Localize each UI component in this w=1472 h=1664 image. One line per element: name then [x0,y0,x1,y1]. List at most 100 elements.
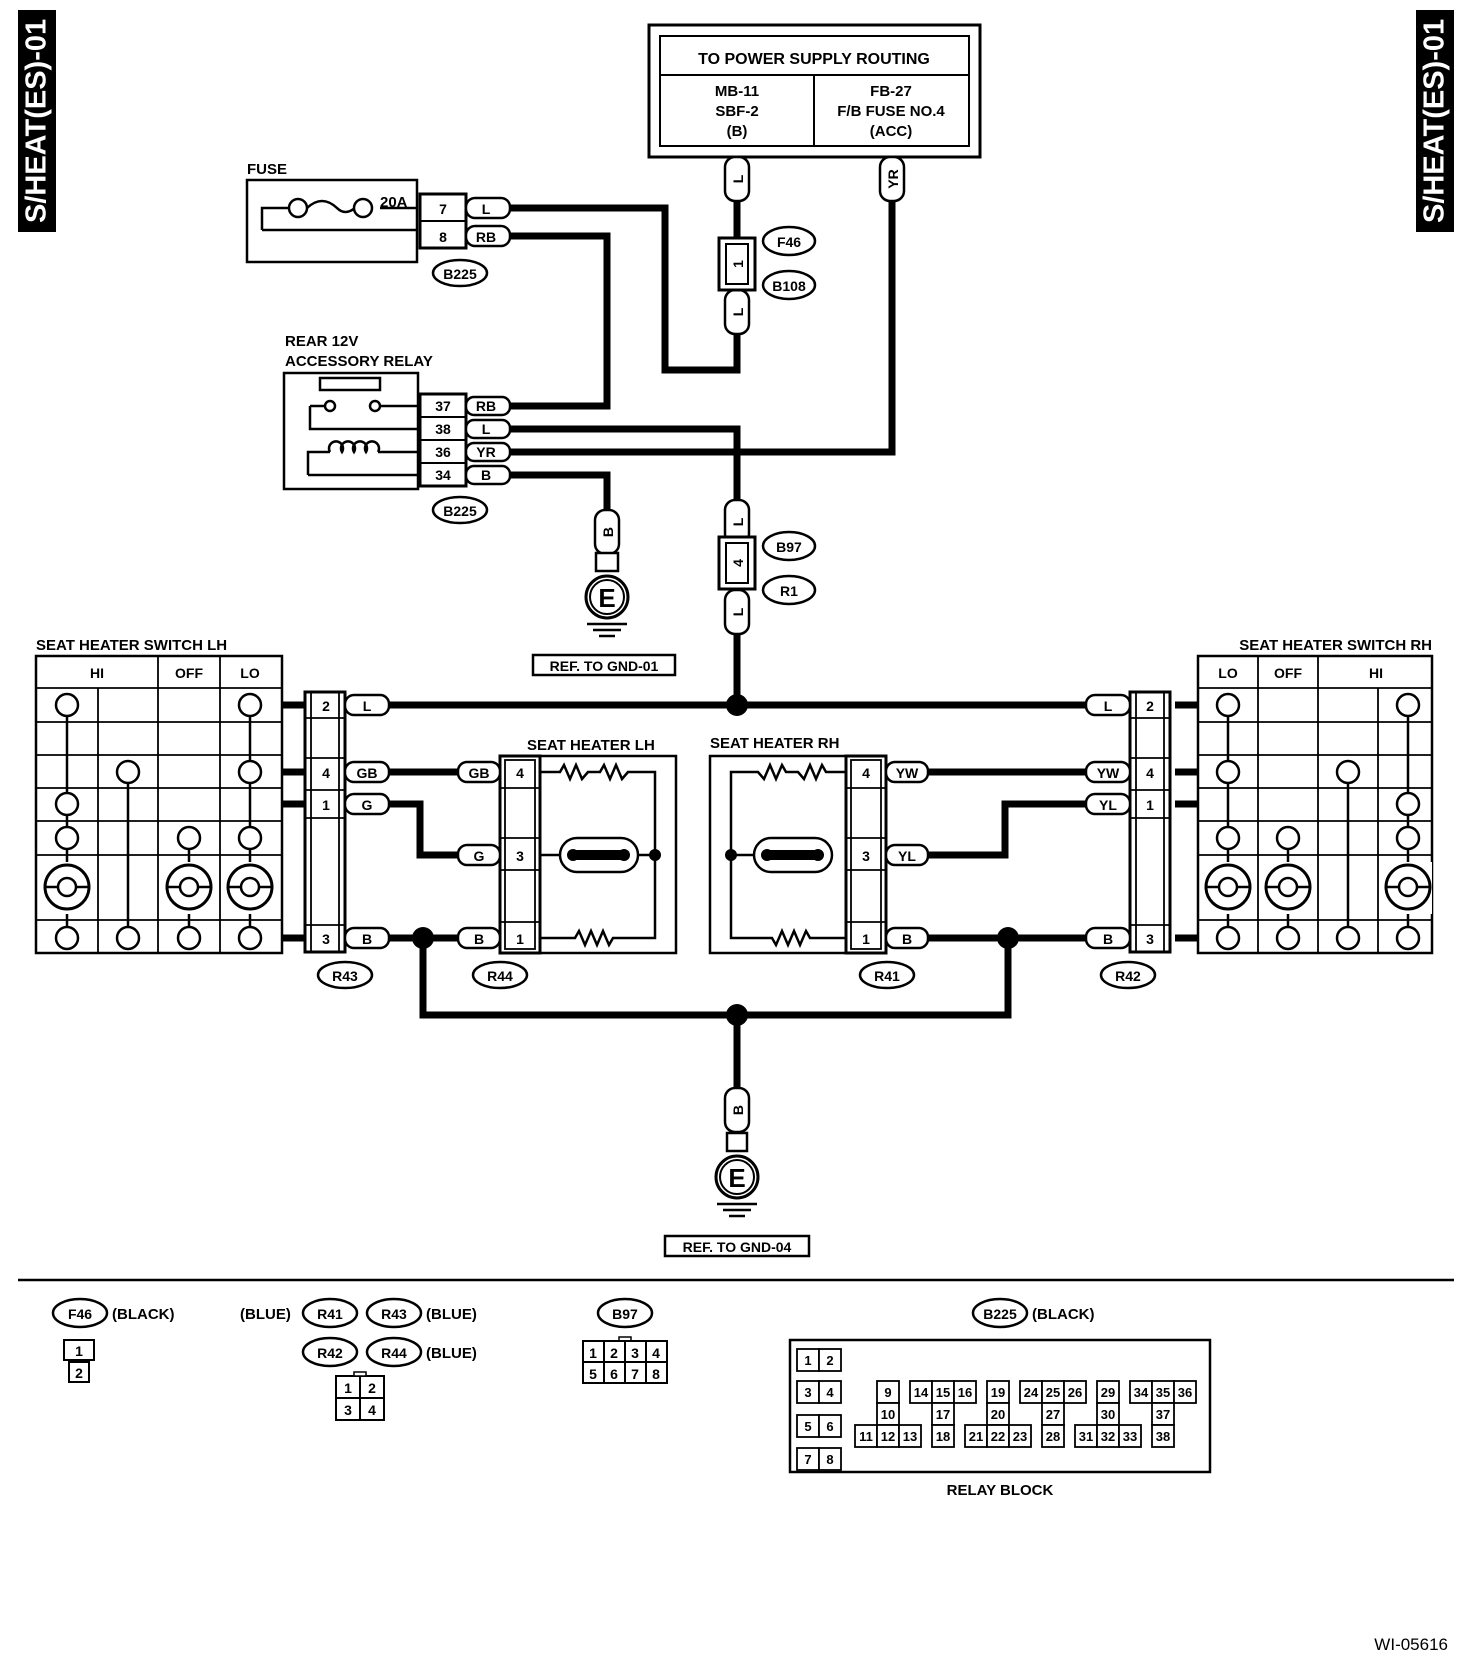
svg-text:L: L [363,698,372,714]
connector-label-b97: B97 [776,539,802,555]
power-routing-left-2: SBF-2 [715,103,758,120]
seat-heater-rh: SEAT HEATER RH 4 3 1 YW YL B R41 [708,735,930,990]
svg-text:6: 6 [610,1366,618,1382]
connector-b225-lower: 37 38 36 34 RB L YR B B225 [418,392,512,525]
switch-rh-lamps [1204,862,1432,914]
svg-text:L: L [730,607,746,616]
relay-label-1: REAR 12V [285,333,358,350]
relay-block-cell-number: 21 [969,1429,983,1444]
switch-rh-title: SEAT HEATER SWITCH RH [1239,637,1432,654]
relay-block-cell-number: 38 [1156,1429,1170,1444]
relay-block-cell-number: 32 [1101,1429,1115,1444]
fuse-rating: 20A [380,194,408,211]
connector-label-r42: R42 [1115,968,1141,984]
switch-lh-col-hi: HI [90,665,104,681]
svg-text:YL: YL [1099,797,1117,813]
switch-lh-col-lo: LO [240,665,260,681]
svg-text:8: 8 [652,1366,660,1382]
svg-text:B: B [481,467,491,483]
power-routing-right-2: F/B FUSE NO.4 [837,103,945,120]
connector-label-b225-b: B225 [443,503,477,519]
svg-text:(BLUE): (BLUE) [240,1306,291,1323]
relay-block-cell-number: 20 [991,1407,1005,1422]
relay-block-cell-number: 4 [826,1385,834,1400]
svg-text:B225: B225 [983,1306,1017,1322]
vertical-wire-labels: L YR L L L B B [593,155,906,1134]
connector-label-r1: R1 [780,583,798,599]
svg-text:E: E [598,583,615,613]
junction-dots [412,694,1019,1026]
relay-block-cell-number: 26 [1068,1385,1082,1400]
relay-block-cell [1008,1424,1032,1448]
wire-l-fuse [510,204,741,374]
legend-f46: F46 (BLACK) 1 2 [51,1297,174,1383]
relay-block-cell [1041,1424,1065,1448]
svg-text:L: L [730,307,746,316]
relay-block-cell [1063,1380,1087,1404]
ground-symbol-1: E REF. TO GND-01 [531,551,677,677]
seat-heater-switch-rh: SEAT HEATER SWITCH RH LO OFF HI [1196,637,1434,955]
connector-label-b225-a: B225 [443,266,477,282]
fuse-label: FUSE [247,161,287,178]
svg-text:4: 4 [368,1402,376,1418]
power-routing-right-3: (ACC) [870,123,913,140]
svg-text:4: 4 [322,765,330,781]
relay-block-cell [898,1424,922,1448]
svg-text:2: 2 [1146,698,1154,714]
svg-text:1: 1 [730,260,746,268]
power-supply-routing-box: TO POWER SUPPLY ROUTING MB-11 SBF-2 (B) … [647,23,982,159]
seat-heater-switch-lh: SEAT HEATER SWITCH LH HI OFF LO [34,637,284,955]
svg-text:B: B [1103,931,1113,947]
svg-text:RB: RB [476,229,496,245]
wire-rb [510,232,611,410]
svg-text:RB: RB [476,398,496,414]
switch-rh-col-off: OFF [1274,665,1302,681]
relay-block-cell-number: 34 [1134,1385,1149,1400]
legend-r-connectors: (BLUE) R41 R43 (BLUE) R42 R44 (BLUE) 1 2… [240,1297,477,1421]
svg-text:B: B [600,527,616,537]
relay-block-cell [818,1348,842,1372]
power-routing-left-1: MB-11 [715,83,759,100]
relay-block-cell-number: 37 [1156,1407,1170,1422]
svg-text:R42: R42 [317,1345,343,1361]
svg-text:4: 4 [1146,765,1154,781]
connector-r43: 2 4 1 3 L GB G B R43 [303,690,391,990]
svg-text:YR: YR [476,444,495,460]
svg-text:3: 3 [1146,931,1154,947]
svg-text:36: 36 [435,444,451,460]
fuse-block: FUSE 20A [245,161,419,264]
svg-text:G: G [474,848,485,864]
connector-b97-r1: 4 B97 R1 [717,530,817,606]
relay-block-cell [818,1380,842,1404]
relay-block-cell-number: 7 [804,1452,811,1467]
relay-block-cell-number: 15 [936,1385,950,1400]
power-routing-title: TO POWER SUPPLY ROUTING [698,51,930,68]
svg-text:GB: GB [469,765,490,781]
relay-block-cell-number: 36 [1178,1385,1192,1400]
relay-block-cell-number: 17 [936,1407,950,1422]
svg-text:38: 38 [435,421,451,437]
svg-text:L: L [1104,698,1113,714]
svg-text:GB: GB [357,765,378,781]
relay-block-cell [953,1380,977,1404]
svg-text:2: 2 [75,1365,83,1381]
svg-text:1: 1 [322,797,330,813]
relay-block-cell-number: 12 [881,1429,895,1444]
svg-text:3: 3 [516,848,524,864]
svg-text:YW: YW [896,765,919,781]
wire-b-relay-ground [510,471,611,510]
relay-block-cell [818,1414,842,1438]
svg-text:YL: YL [898,848,916,864]
relay-block-cell-number: 28 [1046,1429,1060,1444]
svg-text:3: 3 [862,848,870,864]
relay-block-cell-number: 13 [903,1429,917,1444]
svg-text:1: 1 [344,1380,352,1396]
svg-text:L: L [730,517,746,526]
svg-text:1: 1 [862,931,870,947]
wire-g [370,800,458,859]
wire-b-bus [419,938,1012,1019]
relay-block-cell [1118,1424,1142,1448]
svg-text:B: B [362,931,372,947]
